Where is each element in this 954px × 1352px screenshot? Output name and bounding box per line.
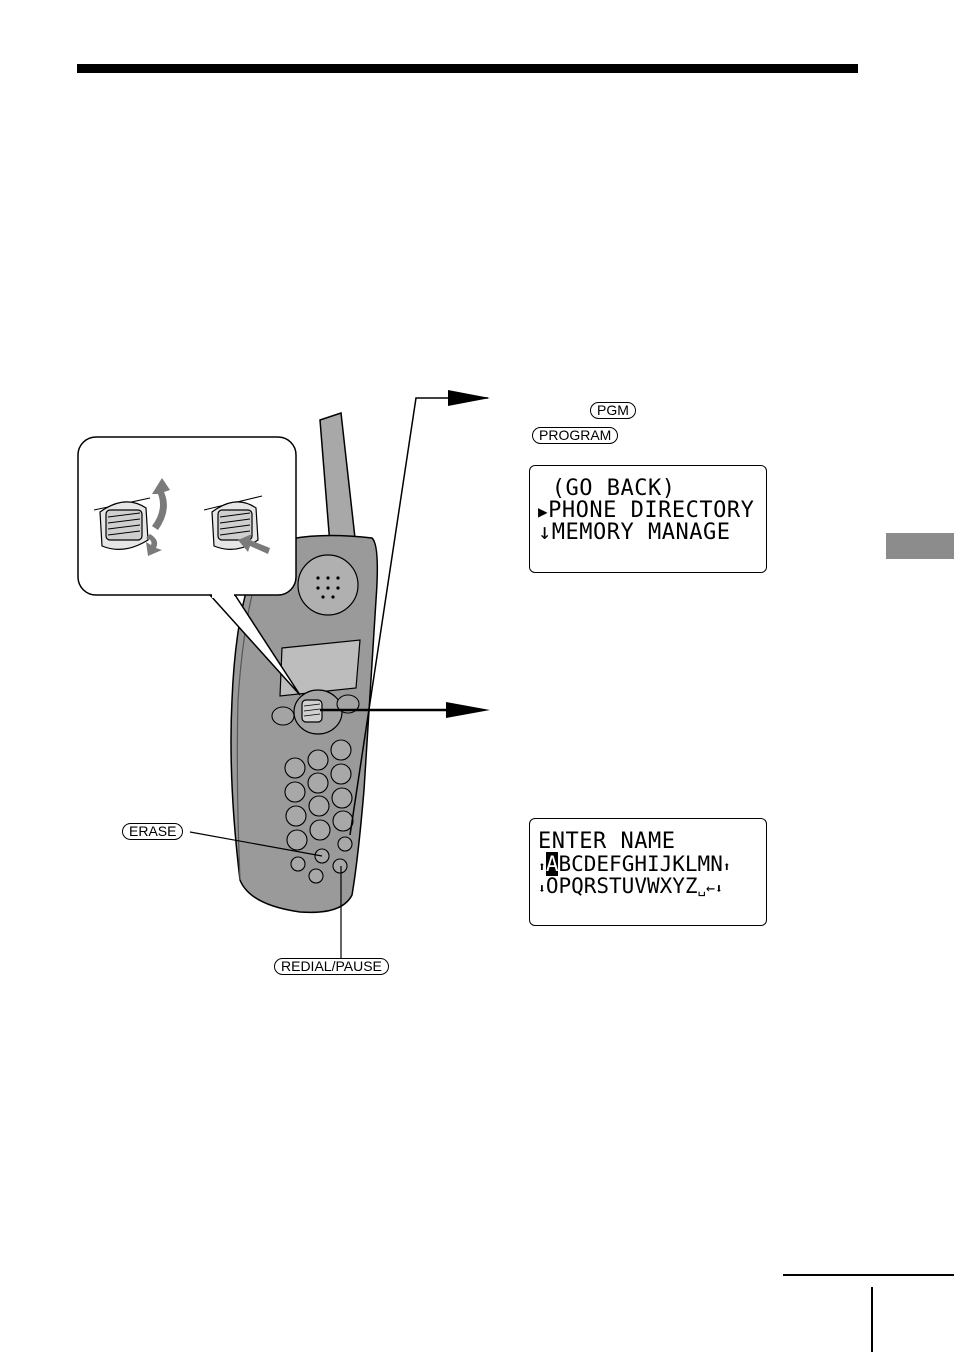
press-arrow [238, 534, 270, 554]
lcd-enter-name-display: ENTER NAME ⬆ABCDEFGHIJKLMN⬆ ⬇OPQRSTUVWXY… [529, 818, 767, 926]
alphabet-row-2: OPQRSTUVWXYZ [545, 874, 698, 898]
program-key-label: PROGRAM [532, 427, 619, 444]
lcd-line: ⬆ABCDEFGHIJKLMN⬆ [538, 852, 758, 876]
rotate-up-arrow [152, 478, 170, 530]
antenna [319, 411, 356, 546]
pgm-key-label: PGM [590, 402, 636, 419]
inset-box [77, 436, 297, 596]
lcd-line: ENTER NAME [538, 829, 676, 854]
backspace-arrow-icon: ← [705, 879, 716, 897]
section-tab [886, 533, 954, 559]
earpiece-holes [316, 576, 340, 599]
lcd-line: ▶PHONE DIRECTORY [538, 500, 758, 522]
earpiece [297, 554, 359, 616]
bottom-rule [783, 1274, 954, 1276]
redial-pause-key-label: REDIAL/PAUSE [274, 958, 389, 975]
lcd-menu-display: (GO BACK) ▶PHONE DIRECTORY ↓MEMORY MANAG… [529, 465, 767, 573]
down-arrow-icon: ⬇ [538, 882, 546, 897]
space-symbol-icon: ␣ [697, 881, 706, 897]
lcd-line: (GO BACK) [538, 476, 676, 501]
up-arrow-icon: ⬆ [722, 860, 731, 875]
lcd-line: ⬇OPQRSTUVWXYZ␣←⬇ [538, 875, 758, 897]
bottom-divider [871, 1287, 873, 1352]
keypad [284, 739, 354, 884]
blinking-cursor: A [545, 852, 559, 876]
down-arrow-icon: ⬇ [715, 882, 723, 897]
selection-marker-icon: ▶ [538, 502, 549, 521]
top-rule [77, 64, 858, 73]
erase-key-label: ERASE [122, 823, 184, 840]
lcd-line: ↓MEMORY MANAGE [538, 522, 758, 544]
scroll-down-icon: ↓ [538, 520, 552, 545]
menu-item-memory-manage: MEMORY MANAGE [551, 520, 731, 545]
handset-screen [279, 639, 361, 697]
alphabet-row-1: BCDEFGHIJKLMN [558, 852, 723, 876]
up-arrow-icon: ⬆ [538, 860, 546, 875]
menu-item-phone-directory: PHONE DIRECTORY [548, 498, 755, 523]
rotate-down-arrow [146, 534, 162, 556]
